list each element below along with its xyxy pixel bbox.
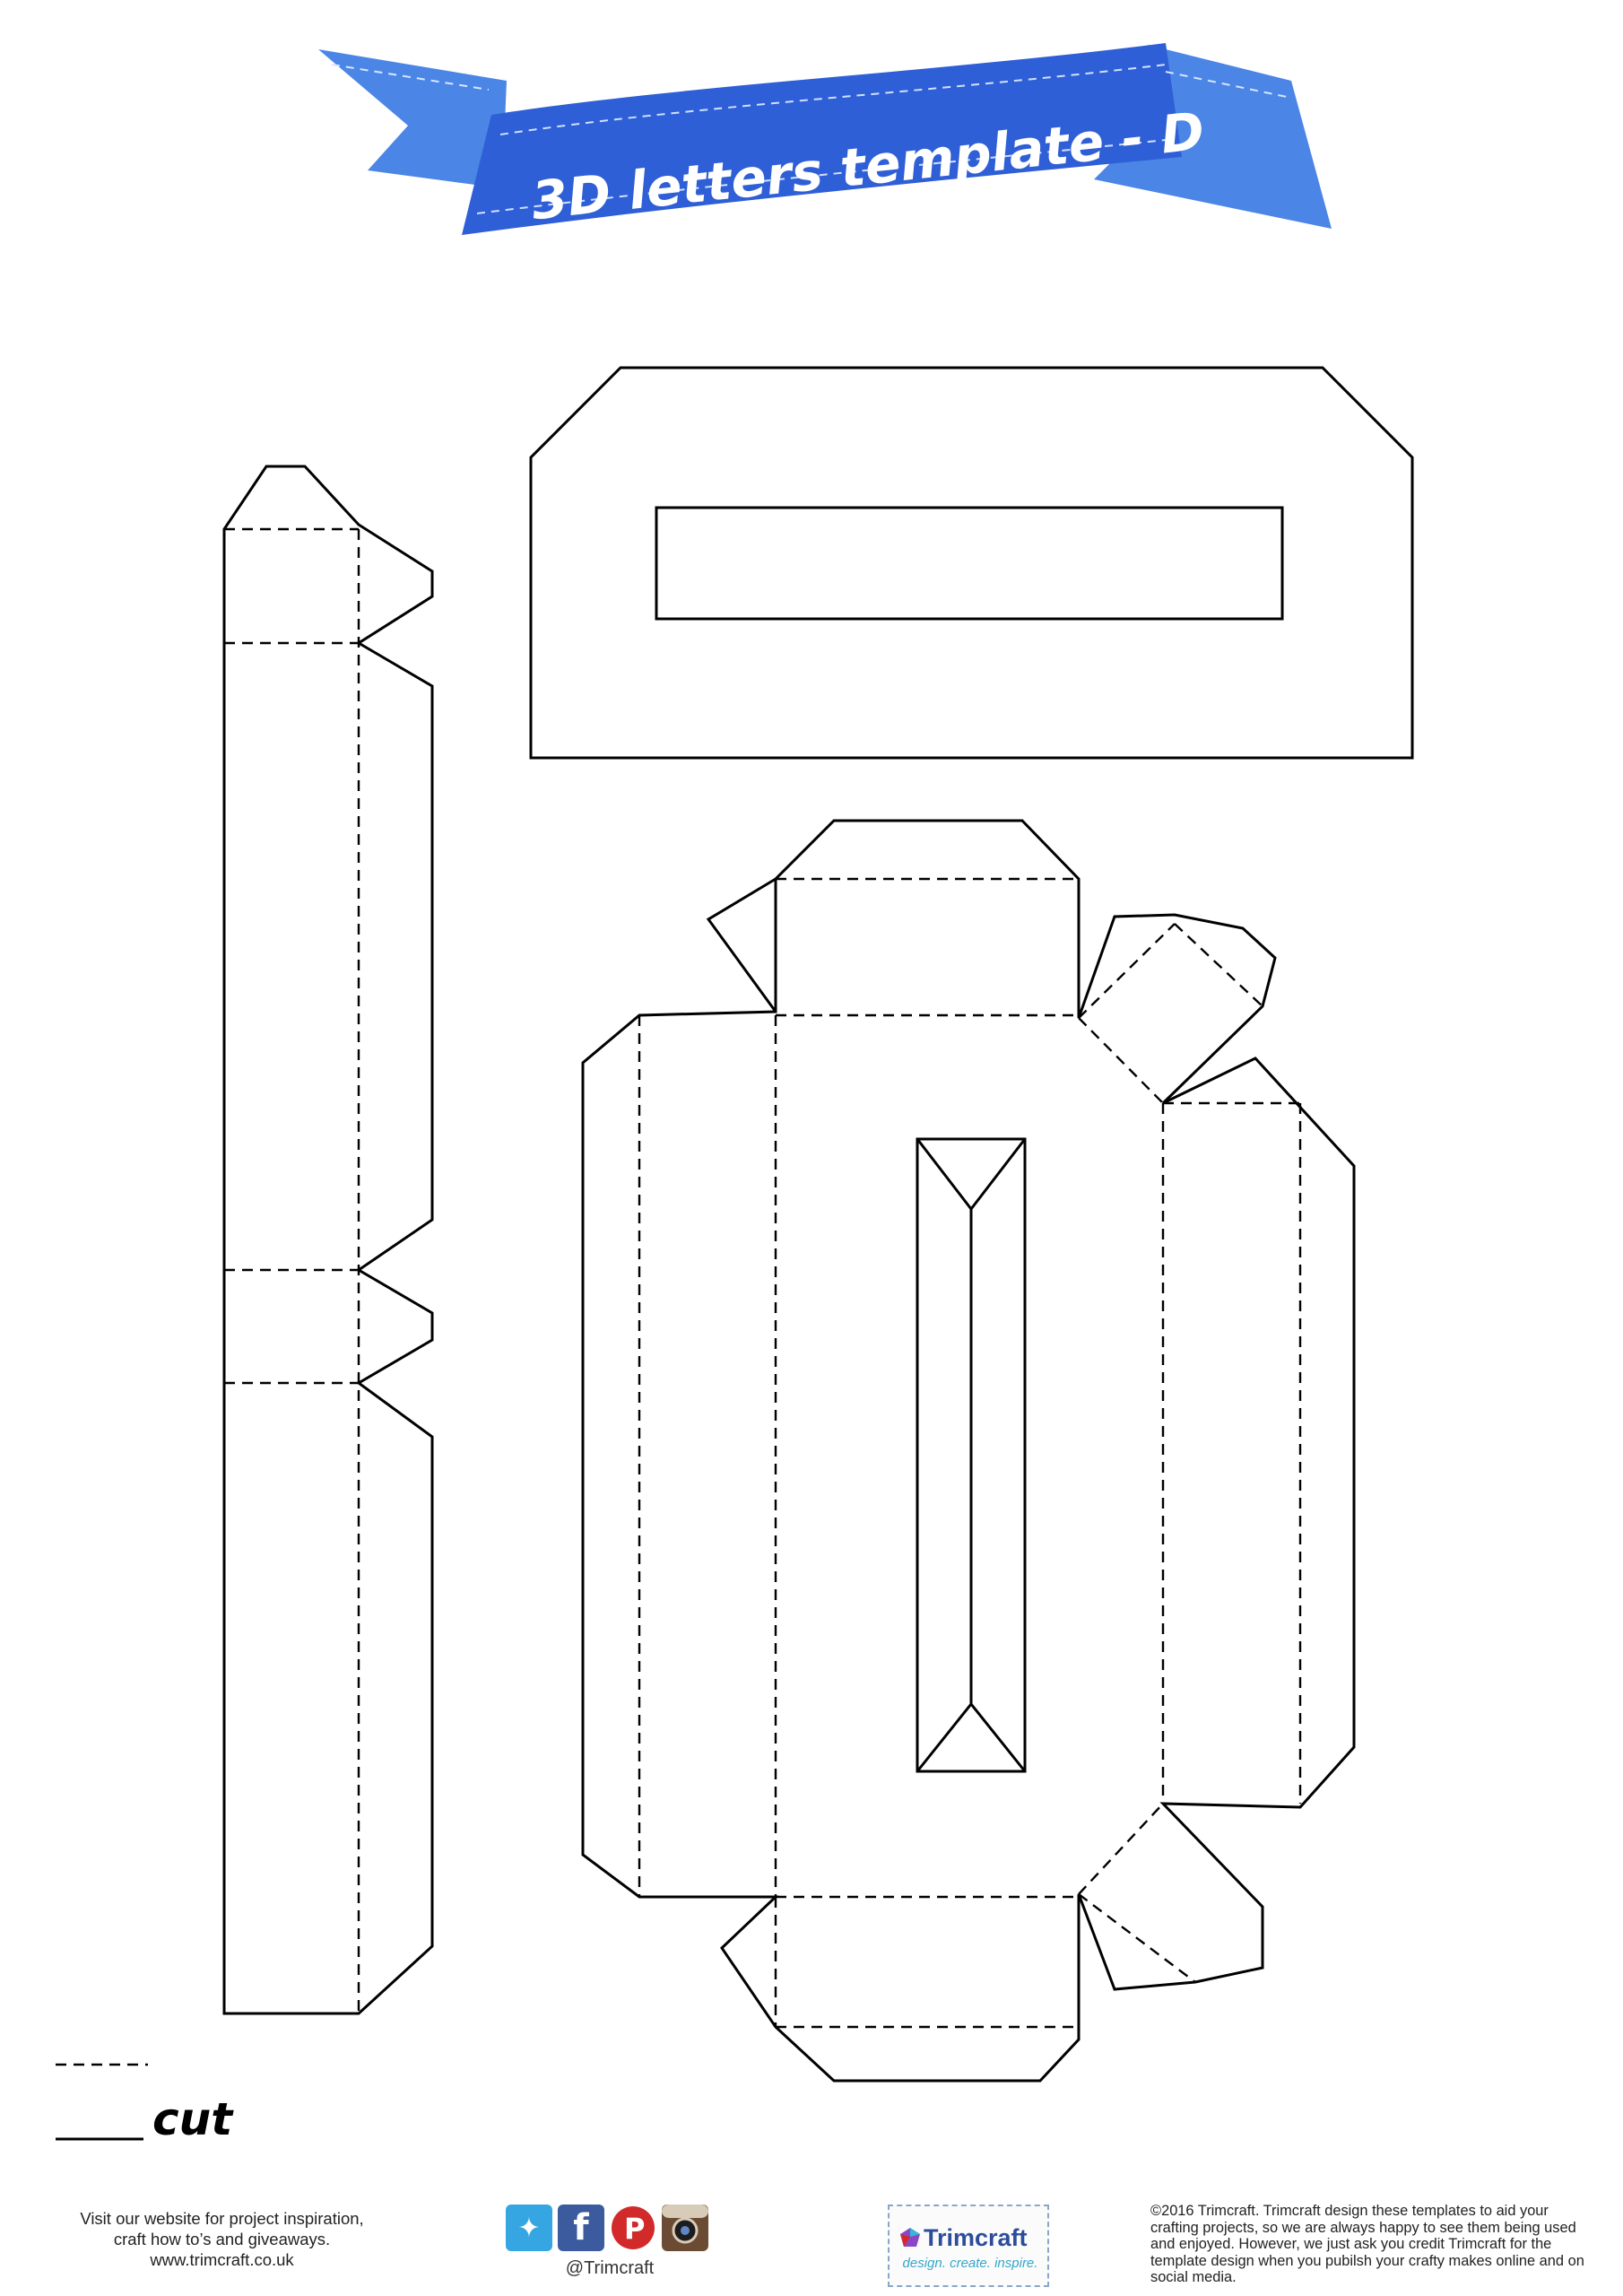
copyright-notice: ©2016 Trimcraft. Trimcraft design these …: [1150, 2203, 1584, 2285]
letter-d-template: [581, 819, 1356, 2083]
website-promo: Visit our website for project inspiratio…: [49, 2208, 395, 2270]
legend: cut: [56, 2063, 234, 2145]
title-banner: 3D letters template - D: [318, 43, 1332, 235]
side-strip-template: [222, 465, 434, 2015]
website-line-1: Visit our website for project inspiratio…: [80, 2209, 364, 2228]
instagram-icon[interactable]: [662, 2205, 708, 2251]
top-strip-template: [529, 366, 1414, 760]
website-url[interactable]: www.trimcraft.co.uk: [150, 2250, 294, 2269]
website-line-2: craft how to’s and giveaways.: [113, 2230, 331, 2248]
facebook-icon[interactable]: f: [558, 2205, 604, 2251]
logo-name: Trimcraft: [924, 2224, 1028, 2251]
logo-gem-icon: [900, 2228, 920, 2247]
cut-legend-label: cut: [152, 2093, 234, 2145]
twitter-icon[interactable]: ✦: [506, 2205, 552, 2251]
pinterest-icon[interactable]: P: [610, 2205, 656, 2251]
social-handle[interactable]: @Trimcraft: [565, 2258, 655, 2278]
social-links: ✦ f P @Trimcraft: [502, 2205, 717, 2285]
svg-text:P: P: [624, 2212, 645, 2246]
trimcraft-logo: Trimcraft design. create. inspire.: [888, 2205, 1049, 2287]
logo-tagline: design. create. inspire.: [902, 2256, 1038, 2271]
